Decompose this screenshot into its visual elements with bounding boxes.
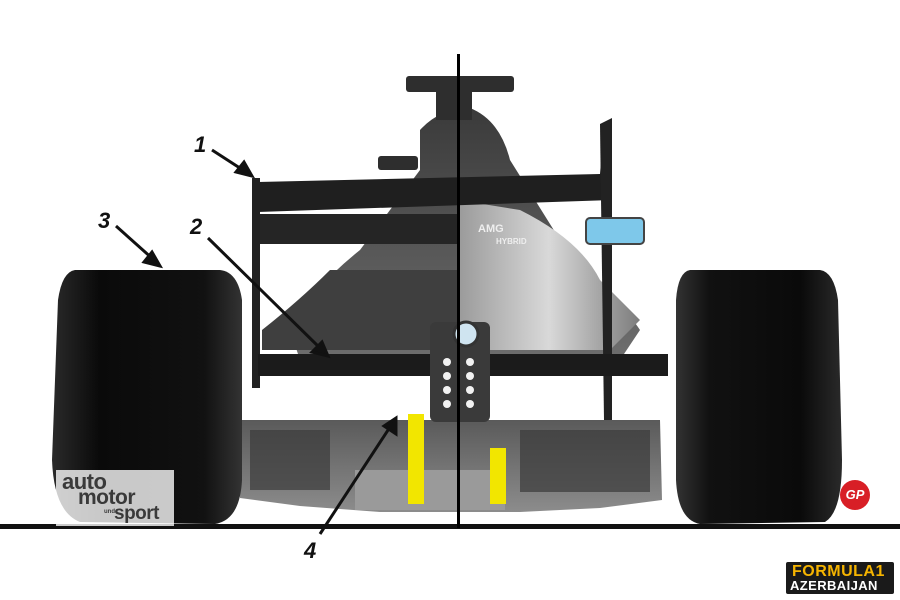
watermark-gp-logo: GP bbox=[840, 480, 870, 510]
watermark-formula1-azerbaijan: FORMULA1 AZERBAIJAN bbox=[786, 562, 894, 594]
diffuser-lower bbox=[355, 470, 505, 510]
callout-3: 3 bbox=[98, 208, 111, 233]
right-rear-tyre bbox=[676, 270, 842, 524]
wing-mirror bbox=[585, 217, 645, 245]
t-wing-left bbox=[378, 156, 418, 170]
rain-light bbox=[443, 358, 474, 408]
left-sidepod bbox=[262, 270, 458, 350]
watermark-line-1: auto bbox=[62, 469, 107, 494]
left-rear-tyre bbox=[52, 270, 242, 524]
right-sidepod bbox=[458, 200, 640, 350]
rear-wing-upper bbox=[258, 120, 612, 212]
livery-brand: AMG bbox=[478, 223, 504, 235]
centre-divider bbox=[457, 54, 460, 528]
watermark-fa-line-1: FORMULA1 bbox=[792, 563, 885, 580]
callout-1: 1 bbox=[194, 132, 207, 157]
diffuser-channels bbox=[250, 430, 650, 492]
diffuser-highlight-right bbox=[490, 448, 506, 504]
callout-arrows bbox=[114, 148, 398, 535]
callout-2: 2 bbox=[190, 214, 203, 239]
watermark-fa-line-2: AZERBAIJAN bbox=[790, 578, 878, 593]
watermark-line-2: motor bbox=[78, 486, 136, 509]
callout-4: 4 bbox=[304, 538, 317, 563]
diffuser-highlight-left bbox=[408, 414, 424, 504]
ground-line bbox=[0, 524, 900, 529]
watermark-line-3: sport bbox=[114, 503, 160, 524]
watermark-connector: und bbox=[104, 509, 115, 515]
rear-wing-lower-flap bbox=[258, 214, 458, 244]
roll-hoop-stem bbox=[436, 90, 472, 120]
rear-wing-endplate-left bbox=[252, 178, 260, 388]
watermark-auto-motor-sport: auto motor und sport bbox=[56, 470, 174, 526]
rear-wing-endplate-right bbox=[600, 118, 612, 420]
livery-sub: HYBRID bbox=[496, 237, 527, 246]
